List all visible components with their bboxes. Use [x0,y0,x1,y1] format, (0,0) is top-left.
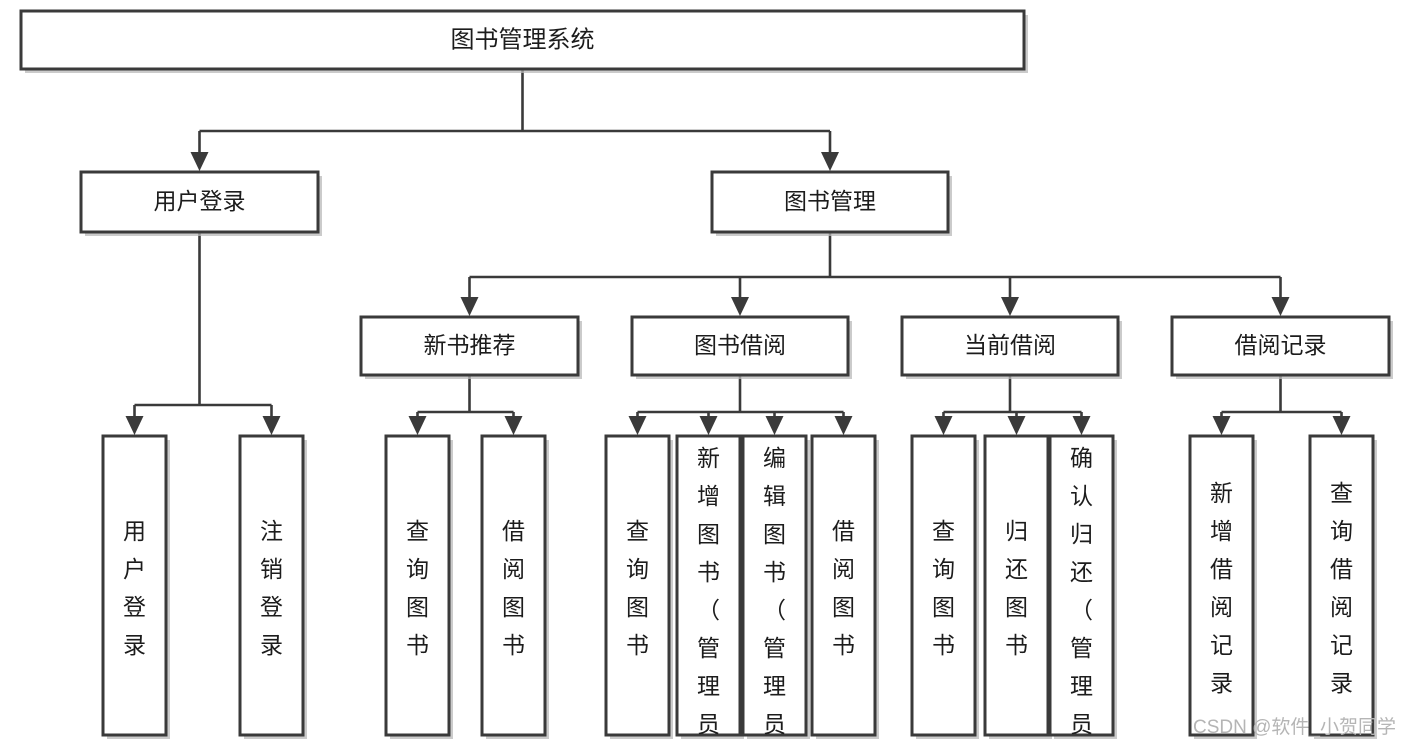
arrowhead-icon [504,416,523,435]
node-label: 确认归还（管理员） [1070,445,1093,747]
arrowhead-icon [821,152,839,171]
node-box[interactable] [238,434,305,737]
node-box[interactable] [810,434,877,737]
arrowhead-icon [125,416,144,435]
node-label: 用户登录 [123,518,146,658]
csdn-watermark: CSDN @软件_小贺同学 [1193,716,1396,738]
arrowhead-icon [262,416,281,435]
node-leaf-user-login[interactable]: 用户登录 [101,434,170,739]
node-label: 图书借阅 [694,332,786,358]
node-label: 查询图书 [626,518,649,658]
arrowhead-icon [765,416,784,435]
node-label: 注销登录 [260,518,283,658]
node-box[interactable] [900,315,1120,377]
arrowhead-icon [190,152,209,171]
node-leaf-borrow-books-rec[interactable]: 借阅图书 [480,434,549,739]
node-leaf-confirm-return-admin[interactable]: 确认归还（管理员） [1048,434,1117,747]
arrowhead-icon [408,416,427,435]
arrowhead-icon [934,416,953,435]
node-box[interactable] [19,9,1026,71]
node-box[interactable] [630,315,850,377]
arrowhead-icon [1072,416,1091,435]
node-box[interactable] [1170,315,1391,377]
node-new-book-recommend[interactable]: 新书推荐 [359,315,582,379]
node-label: 新增借阅记录 [1210,480,1233,696]
node-book-borrow[interactable]: 图书借阅 [630,315,852,379]
node-book-management[interactable]: 图书管理 [710,170,952,236]
node-borrow-records[interactable]: 借阅记录 [1170,315,1393,379]
node-box[interactable] [604,434,671,737]
node-label: 借阅图书 [832,518,855,658]
node-leaf-return-books[interactable]: 归还图书 [983,434,1052,739]
node-label: 当前借阅 [964,332,1056,358]
node-leaf-query-books-current[interactable]: 查询图书 [910,434,979,739]
arrowhead-icon [460,297,479,316]
arrowhead-icon [1271,297,1290,316]
node-label: 查询借阅记录 [1330,480,1353,696]
connector-edges-layer [125,69,1351,435]
node-label: 图书管理系统 [451,26,595,53]
node-box[interactable] [359,315,580,377]
node-box[interactable] [384,434,451,737]
node-label: 查询图书 [406,518,429,658]
node-label: 编辑图书（管理员） [763,445,786,747]
arrowhead-icon [1332,416,1351,435]
node-label: 借阅图书 [502,518,525,658]
arrowhead-icon [1007,416,1026,435]
node-leaf-edit-book-admin[interactable]: 编辑图书（管理员） [741,434,810,747]
node-leaf-query-borrow-record[interactable]: 查询借阅记录 [1308,434,1377,739]
node-box[interactable] [910,434,977,737]
node-leaf-add-borrow-record[interactable]: 新增借阅记录 [1188,434,1257,739]
node-box[interactable] [1048,434,1115,737]
node-label: 借阅记录 [1235,332,1327,358]
node-box[interactable] [710,170,950,234]
node-label: 归还图书 [1005,518,1028,658]
node-box[interactable] [741,434,808,737]
node-box[interactable] [1308,434,1375,737]
node-box[interactable] [983,434,1050,737]
node-leaf-add-book-admin[interactable]: 新增图书（管理员） [675,434,744,747]
arrowhead-icon [628,416,647,435]
arrowhead-icon [699,416,718,435]
node-boxes-layer: 图书管理系统用户登录图书管理新书推荐图书借阅当前借阅借阅记录用户登录注销登录查询… [19,9,1393,747]
node-label: 用户登录 [154,188,246,214]
arrowhead-icon [731,297,749,316]
node-user-login[interactable]: 用户登录 [79,170,322,236]
arrowhead-icon [1212,416,1231,435]
node-box[interactable] [675,434,742,737]
arrowhead-icon [1001,297,1019,316]
node-current-borrow[interactable]: 当前借阅 [900,315,1122,379]
node-leaf-query-books-borrow[interactable]: 查询图书 [604,434,673,739]
node-label: 图书管理 [784,188,876,214]
node-leaf-borrow-books[interactable]: 借阅图书 [810,434,879,739]
node-label: 新书推荐 [424,332,516,358]
node-box[interactable] [79,170,320,234]
node-root[interactable]: 图书管理系统 [19,9,1028,73]
node-label: 新增图书（管理员） [697,445,720,747]
node-box[interactable] [101,434,168,737]
node-leaf-logout[interactable]: 注销登录 [238,434,307,739]
arrowhead-icon [834,416,853,435]
node-box[interactable] [480,434,547,737]
node-label: 查询图书 [932,518,955,658]
node-box[interactable] [1188,434,1255,737]
node-leaf-query-books-rec[interactable]: 查询图书 [384,434,453,739]
